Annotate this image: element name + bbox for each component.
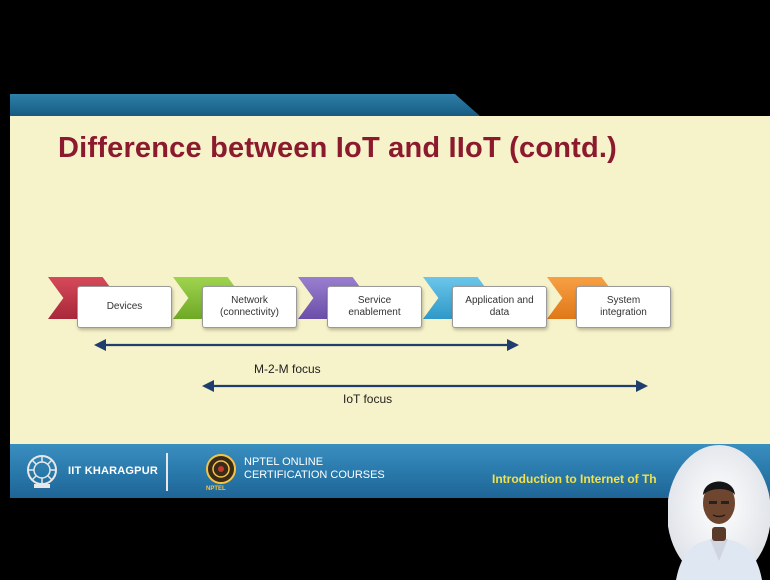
stage-application-and-data: Application and data: [452, 286, 547, 328]
certification-courses-text: CERTIFICATION COURSES: [244, 469, 385, 481]
iot-arrowhead-right: [636, 380, 648, 392]
iot-focus-label: IoT focus: [343, 392, 393, 406]
institute-name: IIT KHARAGPUR: [68, 465, 158, 477]
stage-devices: Devices: [77, 286, 172, 328]
stage-system-integration: System integration: [576, 286, 671, 328]
stage-network: Network (connectivity): [202, 286, 297, 328]
top-band: [10, 94, 770, 116]
slide-frame: Difference between IoT and IIoT (contd.)…: [10, 0, 770, 580]
m2m-arrowhead-right: [507, 339, 519, 351]
top-band-accent: [10, 94, 480, 116]
m2m-arrowhead-left: [94, 339, 106, 351]
stage-service-enablement: Service enablement: [327, 286, 422, 328]
footer-divider: [166, 453, 168, 491]
iit-kharagpur-logo-icon: [27, 455, 57, 488]
focus-arrows: [94, 339, 648, 392]
slide-body: Difference between IoT and IIoT (contd.)…: [10, 116, 770, 444]
slide-title: Difference between IoT and IIoT (contd.): [58, 132, 618, 164]
nptel-logo-text: NPTEL: [206, 486, 226, 492]
nptel-logo-icon: [206, 454, 236, 484]
m2m-focus-label: M-2-M focus: [254, 362, 321, 376]
iot-arrowhead-left: [202, 380, 214, 392]
footer-band: IIT KHARAGPUR NPTEL NPTEL ONLINE CERTIFI…: [10, 444, 770, 498]
presenter-video-thumbnail: [668, 445, 770, 580]
nptel-online-text: NPTEL ONLINE: [244, 456, 324, 468]
course-title: Introduction to Internet of Th: [492, 472, 657, 486]
